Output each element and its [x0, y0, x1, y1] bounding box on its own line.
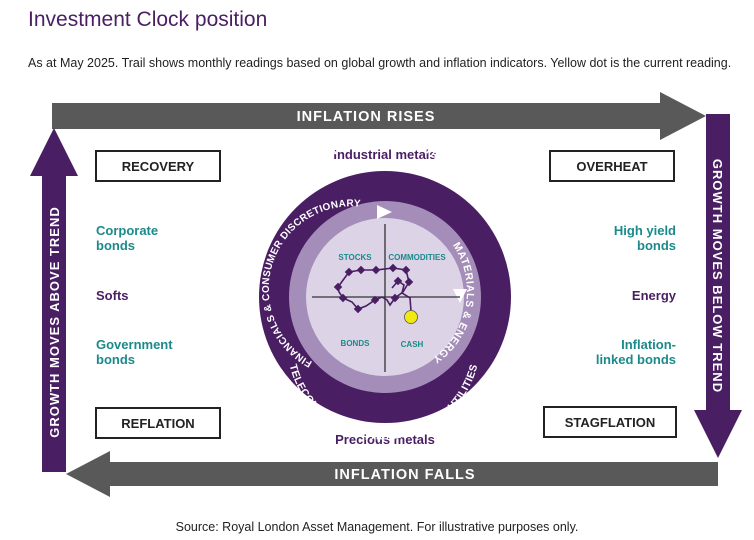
precious-metals-label: Precious metals [335, 432, 435, 447]
recovery-box: RECOVERY [95, 150, 221, 182]
reflation-label: REFLATION [121, 416, 194, 431]
overheat-box: OVERHEAT [549, 150, 675, 182]
growth-below-trend-label: GROWTH MOVES BELOW TREND [710, 159, 725, 393]
softs-label: Softs [96, 288, 129, 303]
growth-above-trend-label: GROWTH MOVES ABOVE TREND [47, 206, 62, 438]
cash-label: CASH [401, 340, 424, 349]
inflation-linked-line2: linked bonds [596, 352, 676, 367]
reflation-box: REFLATION [95, 407, 221, 439]
stagflation-box: STAGFLATION [543, 406, 677, 438]
inflation-falls-label: INFLATION FALLS [334, 467, 475, 483]
industrial-metals-label: Industrial metals [333, 147, 436, 162]
growth-below-trend-arrow: GROWTH MOVES BELOW TREND [694, 114, 742, 458]
recovery-label: RECOVERY [122, 159, 195, 174]
inflation-falls-arrow: INFLATION FALLS [66, 451, 718, 497]
commodities-label: COMMODITIES [388, 253, 446, 262]
stagflation-label: STAGFLATION [565, 415, 656, 430]
ring-top-arrow-marker [377, 205, 392, 219]
corporate-bonds-line2: bonds [96, 238, 135, 253]
high-yield-bonds-line1: High yield [614, 223, 676, 238]
current-reading-dot [404, 310, 418, 324]
government-bonds-line1: Government [96, 337, 173, 352]
trail-points [333, 263, 414, 314]
growth-above-trend-arrow: GROWTH MOVES ABOVE TREND [30, 128, 78, 472]
subtitle: As at May 2025. Trail shows monthly read… [28, 56, 732, 70]
ring-right-arrow-marker [453, 289, 467, 303]
government-bonds-line2: bonds [96, 352, 135, 367]
inflation-rises-label: INFLATION RISES [297, 109, 436, 125]
source-note: Source: Royal London Asset Management. F… [175, 520, 579, 534]
stocks-label: STOCKS [338, 253, 372, 262]
high-yield-bonds-line2: bonds [637, 238, 676, 253]
overheat-label: OVERHEAT [576, 159, 647, 174]
inflation-linked-line1: Inflation- [621, 337, 676, 352]
page-title: Investment Clock position [28, 8, 268, 31]
corporate-bonds-line1: Corporate [96, 223, 158, 238]
energy-label: Energy [632, 288, 677, 303]
bonds-label: BONDS [341, 339, 371, 348]
inflation-rises-arrow: INFLATION RISES [52, 92, 706, 140]
investment-clock: TECHNOLOGY & INDUSTRIALS MATERIALS & ENE… [259, 131, 511, 442]
